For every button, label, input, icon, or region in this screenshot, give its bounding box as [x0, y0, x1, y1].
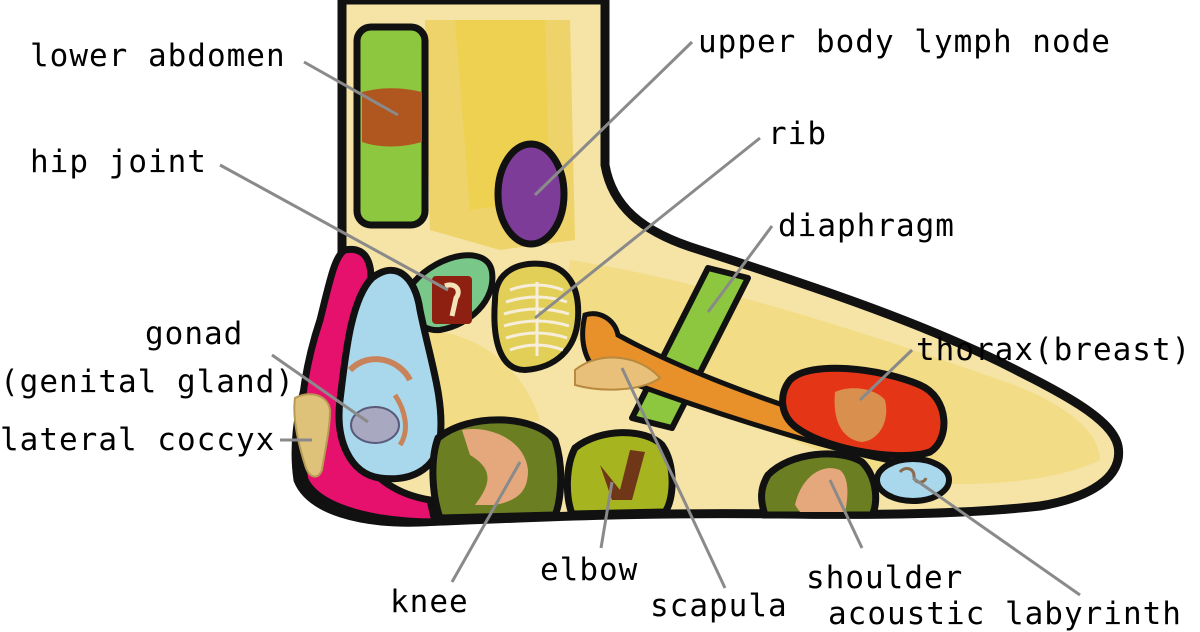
label-genital-gland: (genital gland): [0, 364, 295, 400]
leader-lines: [219, 40, 1081, 597]
leader-lower-abdomen: [303, 60, 399, 117]
scapula-image: [574, 356, 662, 391]
lower-abdomen-image: [362, 88, 422, 147]
label-knee: knee: [390, 584, 469, 620]
label-diaphragm: diaphragm: [778, 208, 955, 244]
label-thorax-breast: thorax(breast): [916, 332, 1192, 368]
label-hip-joint: hip joint: [30, 144, 207, 180]
leader-knee: [450, 461, 522, 583]
shoulder-image: [795, 468, 848, 512]
label-upper-body-lymph-node: upper body lymph node: [698, 24, 1111, 60]
leader-upper-body-lymph-node: [533, 40, 694, 197]
coccyx-bone-image: [293, 393, 332, 478]
label-elbow: elbow: [540, 552, 639, 588]
label-shoulder: shoulder: [806, 560, 964, 596]
leader-hip-joint: [219, 163, 449, 292]
rib-cage-image: [503, 282, 570, 356]
leader-acoustic-labyrinth: [912, 476, 1081, 597]
upper-body-lymph-node-zone: [494, 140, 568, 248]
label-scapula: scapula: [650, 588, 788, 624]
label-gonad: gonad: [145, 316, 244, 352]
label-rib: rib: [768, 116, 827, 152]
leader-gonad: [271, 353, 369, 424]
acoustic-labyrinth-image: [898, 467, 928, 484]
leader-rib: [534, 136, 761, 320]
leader-thorax-breast: [858, 348, 914, 402]
gonad-image: [347, 356, 413, 447]
label-lower-abdomen: lower abdomen: [30, 38, 286, 74]
leader-diaphragm: [706, 225, 774, 313]
breast-image: [834, 388, 887, 442]
leader-shoulder: [828, 479, 864, 549]
leader-elbow: [599, 481, 614, 549]
knee-image: [462, 429, 528, 505]
hip-joint-bone: [444, 282, 461, 317]
label-lateral-coccyx: lateral coccyx: [0, 422, 276, 458]
leader-scapula: [620, 367, 727, 589]
label-acoustic-labyrinth: acoustic labyrinth: [828, 596, 1182, 632]
